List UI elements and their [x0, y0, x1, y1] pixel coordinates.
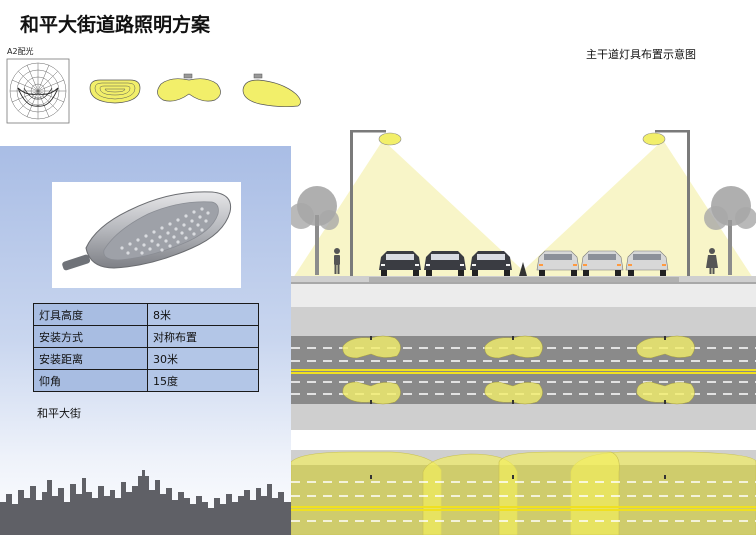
lamp-photo [52, 182, 241, 288]
street-name: 和平大街 [37, 407, 81, 420]
spec-value: 对称布置 [147, 325, 259, 348]
car-icon [379, 251, 421, 276]
spec-table: 灯具高度 8米 安装方式 对称布置 安装距离 30米 仰角 15度 [33, 303, 259, 392]
pedestrian-icon [706, 248, 718, 274]
traffic-cone-icon [519, 262, 527, 276]
beam-pattern-icon [157, 73, 221, 102]
table-row: 安装距离 30米 [33, 347, 259, 370]
spec-label: 安装方式 [33, 325, 148, 348]
table-row: 灯具高度 8米 [33, 303, 259, 326]
light-footprint [291, 451, 756, 535]
diagram-caption: 主干道灯具布置示意图 [586, 48, 696, 61]
spec-value: 15度 [147, 369, 259, 392]
lamp-marker [370, 336, 666, 404]
pedestrian-icon [334, 248, 340, 274]
car-icon [536, 250, 580, 276]
led-street-lamp-icon [62, 191, 232, 271]
spec-value: 8米 [147, 303, 259, 326]
car-icon [424, 251, 466, 276]
spec-label: 灯具高度 [33, 303, 148, 326]
tree-icon [704, 186, 756, 275]
light-cone [515, 140, 753, 278]
street-light-pole-icon [350, 130, 402, 278]
polar-light-distribution-icon [6, 58, 70, 124]
spec-label: 仰角 [33, 369, 148, 392]
beam-pattern-icon [89, 79, 141, 104]
street-light-pole-icon [642, 130, 690, 278]
spec-label: 安装距离 [33, 347, 148, 370]
beam-pattern-icon [242, 73, 301, 108]
lighting-layout-diagram [291, 130, 756, 535]
photometric-label: A2配光 [7, 47, 34, 56]
car-icon [470, 251, 512, 276]
light-footprint [342, 335, 695, 405]
table-row: 仰角 15度 [33, 369, 259, 392]
car-icon [580, 250, 624, 276]
car-icon [625, 250, 669, 276]
tree-icon [291, 186, 339, 275]
page-title: 和平大街道路照明方案 [20, 14, 211, 36]
lamp-marker [370, 475, 666, 479]
spec-value: 30米 [147, 347, 259, 370]
table-row: 安装方式 对称布置 [33, 325, 259, 348]
city-skyline-icon [0, 470, 291, 535]
